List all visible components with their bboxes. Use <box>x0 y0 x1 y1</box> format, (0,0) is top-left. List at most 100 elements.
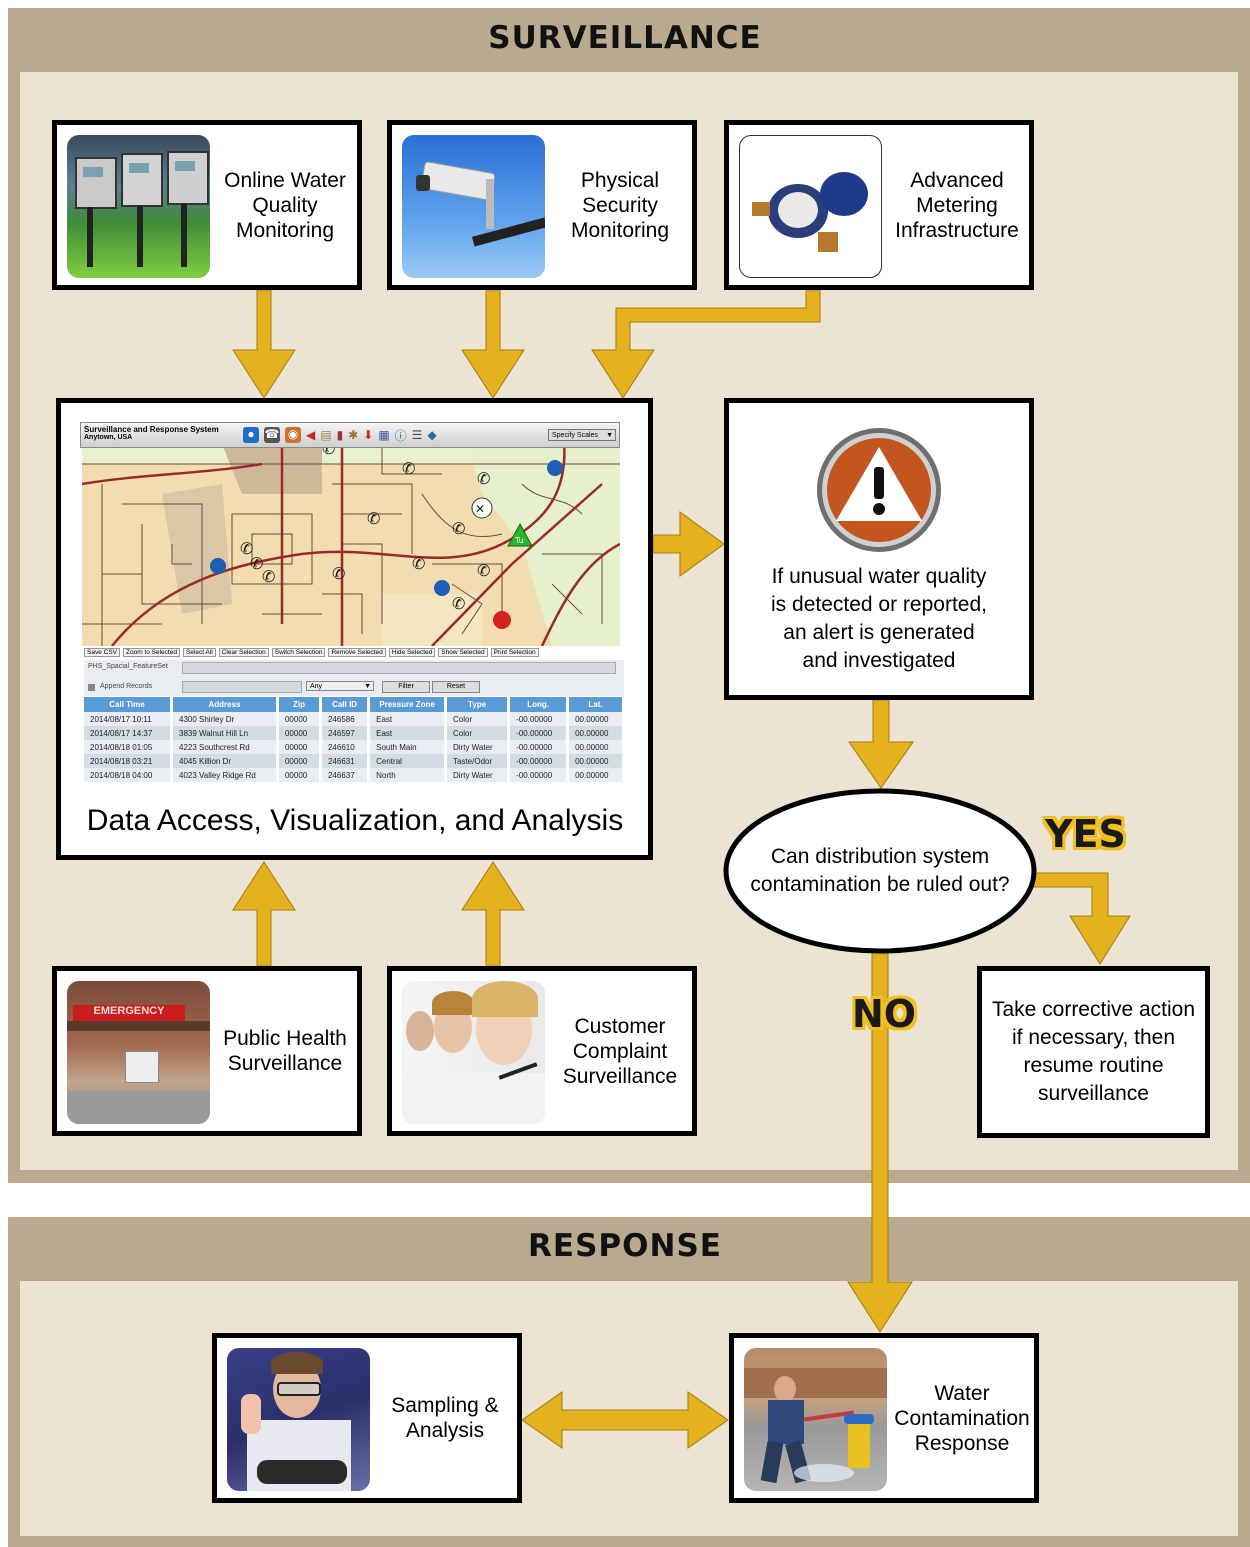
book-icon: ▮ <box>336 428 344 442</box>
arrow-data-to-alert <box>652 511 725 577</box>
clear-selection-button[interactable]: Clear Selection <box>218 648 269 657</box>
any-select[interactable]: Any▼ <box>306 681 374 691</box>
reset-button[interactable]: Reset <box>432 681 480 693</box>
arrow-no <box>847 951 913 1333</box>
megaphone-icon: ◀ <box>306 428 316 442</box>
sampling-label: Sampling &Analysis <box>391 1394 499 1442</box>
map-layer-icon: ◆ <box>427 428 437 442</box>
list-icon: ☰ <box>411 428 423 442</box>
mini-app-subtitle: Anytown, USA <box>84 434 133 441</box>
mini-app-toolbar: Surveillance and Response System Anytown… <box>80 422 620 448</box>
sampling-box: Sampling &Analysis <box>212 1333 522 1503</box>
info-icon: ⓘ <box>394 428 407 443</box>
phone-icon: ✆ <box>412 554 425 573</box>
scale-select[interactable]: Specify Scales▼ <box>548 429 616 441</box>
arrow-security-to-data <box>461 289 525 399</box>
no-label: NO <box>852 992 917 1036</box>
print-selection-button[interactable]: Print Selection <box>490 648 539 657</box>
tu-marker-icon <box>507 522 533 547</box>
water-monitors-photo <box>67 135 210 278</box>
filter-text-field[interactable] <box>182 681 302 693</box>
hydrant-flushing-photo <box>744 1348 887 1491</box>
zoom-to-selected-button[interactable]: Zoom to Selected <box>123 648 180 657</box>
security-camera-photo <box>402 135 545 278</box>
col-lat[interactable]: Lat. <box>567 697 625 712</box>
tools-icon <box>471 497 493 519</box>
col-zip[interactable]: Zip <box>277 697 322 712</box>
col-address[interactable]: Address <box>171 697 279 712</box>
hospital-icon <box>493 611 511 629</box>
svg-text:✕: ✕ <box>475 502 485 516</box>
col-long[interactable]: Long. <box>508 697 570 712</box>
arrow-complaint-to-data <box>461 861 525 967</box>
phone-icon: ✆ <box>332 564 345 583</box>
filter-panel: PHS_Spacial_FeatureSet Append Records An… <box>84 660 624 696</box>
gear-icon: ✱ <box>348 428 359 442</box>
phone-mode-icon: ☎ <box>264 427 280 443</box>
phone-icon: ✆ <box>452 594 465 613</box>
pin-icon: ⬇ <box>363 428 374 442</box>
toolbar-icons[interactable]: ● ☎ ◉ ◀ ▤ ▮ ✱ ⬇ ▦ ⓘ ☰ ◆ <box>243 426 533 444</box>
map-label-tu: Tu <box>514 536 524 545</box>
phone-icon: ✆ <box>477 469 490 488</box>
filter-button[interactable]: Filter <box>382 681 430 693</box>
map-view[interactable]: ✆ ✆ ✆ ✆ ✆ ✆ ✆ ✆ ✆ ✆ ✆ ✆ ✕ Tu <box>82 424 620 646</box>
phone-icon: ✆ <box>250 554 263 573</box>
phone-icon: ✆ <box>240 539 253 558</box>
feature-set-field[interactable] <box>182 662 616 674</box>
append-records-label: Append Records <box>100 683 153 690</box>
phone-icon: ✆ <box>367 509 380 528</box>
call-center-photo <box>402 981 545 1124</box>
show-selected-button[interactable]: Show Selected <box>438 648 488 657</box>
append-records-checkbox[interactable] <box>88 684 95 691</box>
remove-selected-button[interactable]: Remove Selected <box>328 648 386 657</box>
phone-icon: ✆ <box>452 519 465 538</box>
emergency-room-photo: EMERGENCY <box>67 981 210 1124</box>
water-drop-icon <box>210 460 563 596</box>
mini-app-title: Surveillance and Response System <box>84 425 219 434</box>
yes-label: YES <box>1045 812 1126 856</box>
hide-selected-button[interactable]: Hide Selected <box>388 648 436 657</box>
arrow-sampling-response <box>521 1391 729 1449</box>
phone-icon: ✆ <box>477 561 490 580</box>
arrow-online-to-data <box>232 289 296 399</box>
feature-set-label: PHS_Spacial_FeatureSet <box>88 663 168 670</box>
water-meter-photo <box>739 135 882 278</box>
col-call-id[interactable]: Call ID <box>320 697 371 712</box>
arrow-ami-to-data <box>591 289 821 399</box>
col-pressure-zone[interactable]: Pressure Zone <box>368 697 447 712</box>
col-call-time[interactable]: Call Time <box>84 697 173 712</box>
lab-technician-photo <box>227 1348 370 1491</box>
selection-button-bar: Save CSV Zoom to Selected Select All Cle… <box>84 646 624 659</box>
save-csv-button[interactable]: Save CSV <box>84 648 120 657</box>
alarm-mode-icon: ◉ <box>285 427 301 443</box>
print-icon: ▦ <box>378 428 390 442</box>
water-mode-icon: ● <box>243 427 259 443</box>
col-type[interactable]: Type <box>445 697 511 712</box>
select-all-button[interactable]: Select All <box>182 648 216 657</box>
switch-selection-button[interactable]: Switch Selection <box>271 648 326 657</box>
decision-ellipse <box>723 788 1037 954</box>
phone-icon: ✆ <box>262 567 275 586</box>
arrow-yes <box>1029 872 1131 965</box>
